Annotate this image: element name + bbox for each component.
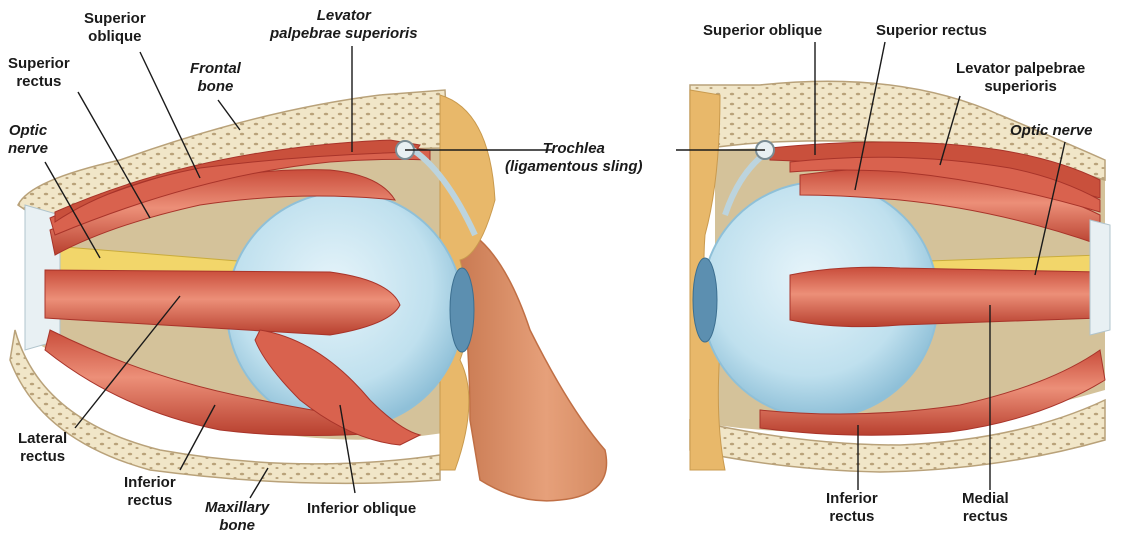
label-line: rectus [962, 508, 1009, 526]
label-line: Inferior [124, 474, 176, 492]
label-line: Inferior [826, 490, 878, 508]
label-frontal-bone-left: Frontal bone [190, 60, 241, 96]
label-line: bone [205, 517, 269, 535]
label-line: Optic [8, 122, 48, 140]
label-trochlea: Trochlea (ligamentous sling) [505, 140, 643, 176]
label-line: Lateral [18, 430, 67, 448]
nose [455, 225, 607, 501]
label-line: oblique [84, 28, 146, 46]
label-line: (ligamentous sling) [505, 158, 643, 176]
label-superior-rectus-right: Superior rectus [876, 22, 987, 40]
label-levator-left: Levator palpebrae superioris [270, 7, 418, 43]
label-maxillary-bone-left: Maxillary bone [205, 499, 269, 535]
label-inferior-rectus-left: Inferior rectus [124, 474, 176, 510]
medial-rectus-right [790, 267, 1100, 326]
label-optic-nerve-right: Optic nerve [1010, 122, 1093, 140]
label-line: rectus [826, 508, 878, 526]
label-line: Medial [962, 490, 1009, 508]
label-line: Levator palpebrae [956, 60, 1085, 78]
label-superior-rectus-left: Superior rectus [8, 55, 70, 91]
label-inferior-rectus-right: Inferior rectus [826, 490, 878, 526]
label-superior-oblique-left: Superior oblique [84, 10, 146, 46]
label-line: Trochlea [505, 140, 643, 158]
label-line: Superior [8, 55, 70, 73]
label-line: Maxillary [205, 499, 269, 517]
cornea-left [450, 268, 474, 352]
annular-tendon-right [1090, 220, 1110, 335]
label-line: Levator [270, 7, 418, 25]
label-line: rectus [18, 448, 67, 466]
label-line: palpebrae superioris [270, 25, 418, 43]
label-line: superioris [956, 78, 1085, 96]
label-superior-oblique-right: Superior oblique [703, 22, 822, 40]
label-line: Superior [84, 10, 146, 28]
label-line: nerve [8, 140, 48, 158]
label-line: rectus [8, 73, 70, 91]
label-levator-right: Levator palpebrae superioris [956, 60, 1085, 96]
label-lateral-rectus-left: Lateral rectus [18, 430, 67, 466]
label-line: bone [190, 78, 241, 96]
label-line: Frontal [190, 60, 241, 78]
label-line: rectus [124, 492, 176, 510]
label-optic-nerve-left: Optic nerve [8, 122, 48, 158]
cornea-right [693, 258, 717, 342]
label-inferior-oblique-left: Inferior oblique [307, 500, 416, 518]
label-medial-rectus-right: Medial rectus [962, 490, 1009, 526]
